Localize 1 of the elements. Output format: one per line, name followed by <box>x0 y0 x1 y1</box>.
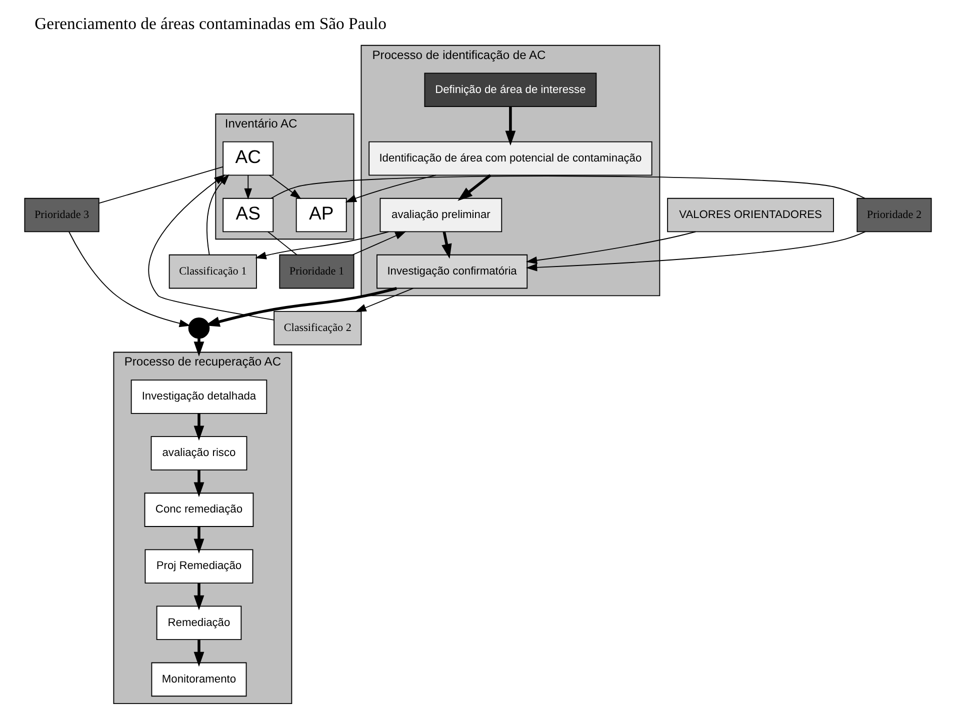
diagram-title: Gerenciamento de áreas contaminadas em São Paulo <box>34 14 386 34</box>
